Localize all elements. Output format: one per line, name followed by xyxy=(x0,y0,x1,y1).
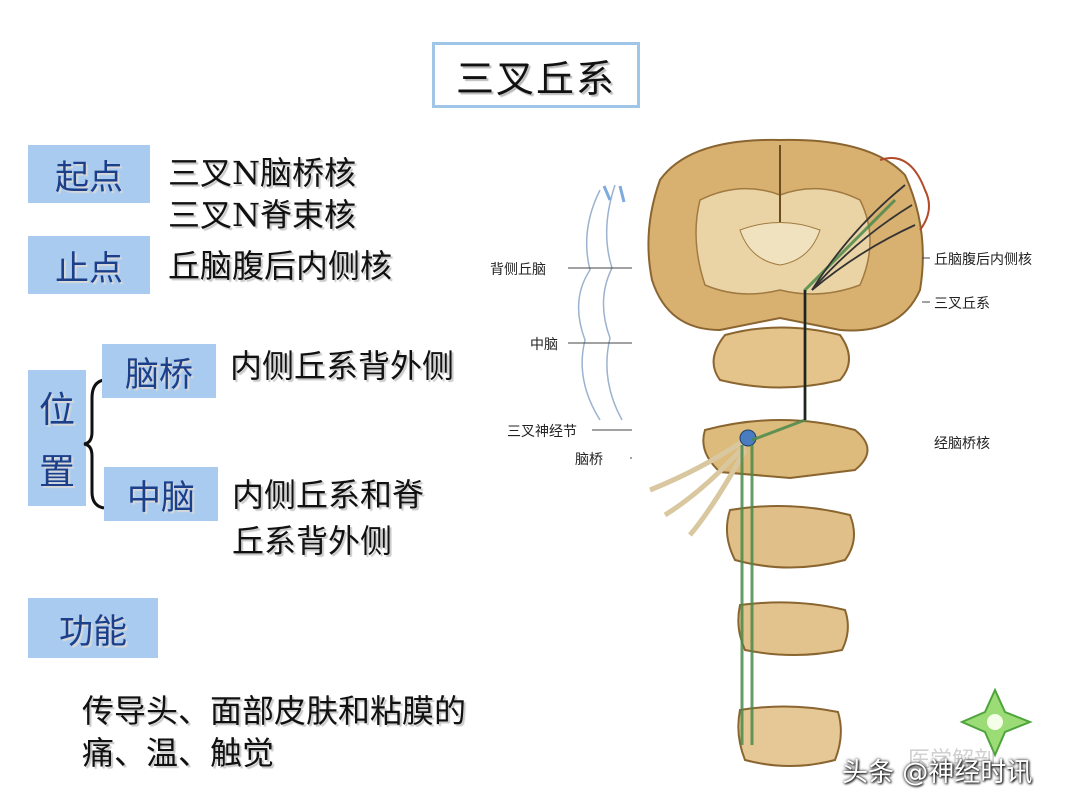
position-char-2: 置 xyxy=(38,452,75,493)
pons-text: 内侧丘系背外侧 xyxy=(230,347,455,385)
function-line-1: 传导头、面部皮肤和粘膜的 xyxy=(82,692,467,730)
midbrain-line-1: 内侧丘系和脊 xyxy=(232,476,425,514)
spinal-cord-section xyxy=(737,705,842,767)
label-trigeminal-lemniscus: 三叉丘系 xyxy=(934,296,990,312)
cerebrum-section xyxy=(647,138,930,332)
function-label: 功能 xyxy=(28,598,158,658)
medulla-upper-section xyxy=(725,505,855,569)
label-via-pontine-nucleus: 经脑桥核 xyxy=(934,436,990,452)
origin-line-1: 三叉N脑桥核 xyxy=(168,154,357,192)
function-line-2: 痛、温、触觉 xyxy=(82,734,275,772)
position-label: 位 置 xyxy=(28,370,86,506)
origin-label: 起点 xyxy=(28,145,150,203)
position-char-1: 位 xyxy=(38,390,75,431)
source-watermark: 头条 @神经时讯 xyxy=(842,758,1033,788)
green-star-decoration xyxy=(959,687,1033,758)
midbrain-section xyxy=(712,326,850,389)
termination-label: 止点 xyxy=(28,236,150,294)
faint-watermark: 医学解剖 xyxy=(908,748,997,773)
label-pons: 脑桥 xyxy=(575,452,603,468)
midbrain-label: 中脑 xyxy=(104,467,218,521)
medulla-lower-section xyxy=(737,601,849,656)
page-title: 三叉丘系 xyxy=(432,42,640,108)
midbrain-sketch xyxy=(577,184,626,421)
label-vpm-nucleus: 丘脑腹后内侧核 xyxy=(934,252,1032,268)
label-dorsal-thalamus: 背侧丘脑 xyxy=(490,262,546,278)
label-trigeminal-ganglion: 三叉神经节 xyxy=(507,424,577,440)
pons-label: 脑桥 xyxy=(102,344,216,398)
projection-fibers xyxy=(803,184,916,420)
label-midbrain: 中脑 xyxy=(530,337,558,353)
trigeminal-nerve xyxy=(649,437,748,537)
midbrain-line-2: 丘系背外侧 xyxy=(232,522,393,560)
origin-line-2: 三叉N脊束核 xyxy=(168,196,357,234)
termination-text: 丘脑腹后内侧核 xyxy=(168,247,393,285)
